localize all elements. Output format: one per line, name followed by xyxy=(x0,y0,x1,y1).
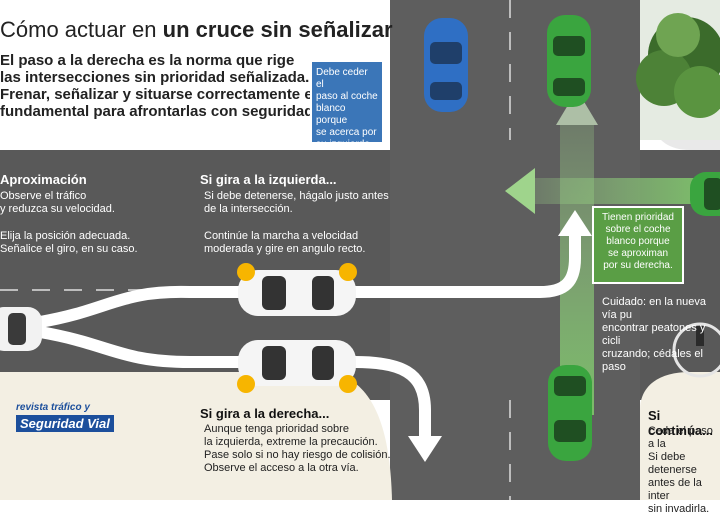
cyclist-illustration xyxy=(672,322,720,378)
green-car-top xyxy=(547,15,591,107)
white-car-right-turn xyxy=(237,340,357,393)
corner-bottom-left xyxy=(0,372,392,500)
left-turn-text-2: Continúe la marcha a velocidad moderada … xyxy=(204,230,366,255)
right-turn-text: Aunque tenga prioridad sobre la izquierd… xyxy=(204,423,391,474)
white-car-approach xyxy=(0,307,42,351)
green-car-bottom xyxy=(548,365,592,461)
approach-text-1: Observe el tráfico y reduzca su velocida… xyxy=(0,190,115,215)
arrow-right-turn xyxy=(354,356,431,440)
page-title: Cómo actuar en un cruce sin señalizar xyxy=(0,17,393,43)
approach-heading: Aproximación xyxy=(0,172,87,187)
white-movement-arrows xyxy=(38,232,581,440)
blue-car-note: Debe ceder el paso al coche blanco porqu… xyxy=(310,60,384,150)
left-turn-heading: Si gira a la izquierda... xyxy=(200,172,337,187)
right-indicator-light xyxy=(237,375,255,393)
arrow-left-turn xyxy=(355,232,581,298)
left-indicator-light xyxy=(339,263,357,281)
logo-line-2: Seguridad Vial xyxy=(16,415,114,432)
right-turn-arrowhead xyxy=(408,436,442,462)
corner-top-left xyxy=(0,0,380,140)
title-emphasis: un cruce sin señalizar xyxy=(162,17,393,42)
approach-text-2: Elija la posición adecuada. Señalice el … xyxy=(0,230,138,255)
caution-text: Cuidado: en la nueva vía pu encontrar pe… xyxy=(602,296,706,373)
arrow-approach-upper xyxy=(38,285,250,328)
magazine-logo: revista tráfico y Seguridad Vial xyxy=(16,402,128,436)
logo-line-1: revista tráfico y xyxy=(16,402,90,413)
green-car-right xyxy=(690,172,720,216)
green-horizontal-beam xyxy=(525,178,705,204)
left-indicator-light xyxy=(237,263,255,281)
title-prefix: Cómo actuar en xyxy=(0,17,157,42)
left-turn-text-1: Si debe detenerse, hágalo justo antes de… xyxy=(204,190,389,215)
white-car-left-turn xyxy=(237,263,357,316)
intro-text: El paso a la derecha es la norma que rig… xyxy=(0,52,321,120)
right-indicator-light xyxy=(339,375,357,393)
right-turn-heading: Si gira a la derecha... xyxy=(200,406,330,421)
straight-heading: Si continúa... xyxy=(648,408,713,438)
green-cars-note: Tienen prioridad sobre el coche blanco p… xyxy=(592,206,684,284)
blue-car xyxy=(424,18,468,112)
straight-text: Ceda el paso a la Si debe detenerse ante… xyxy=(648,425,713,515)
corner-bottom-right xyxy=(640,372,720,500)
lane-markings xyxy=(0,0,511,500)
tree-illustration xyxy=(636,0,720,140)
arrow-approach-lower xyxy=(38,326,250,368)
green-arrow-left-head xyxy=(505,168,535,214)
green-arrow-up-head xyxy=(556,90,598,125)
left-turn-arrowhead xyxy=(558,210,592,236)
